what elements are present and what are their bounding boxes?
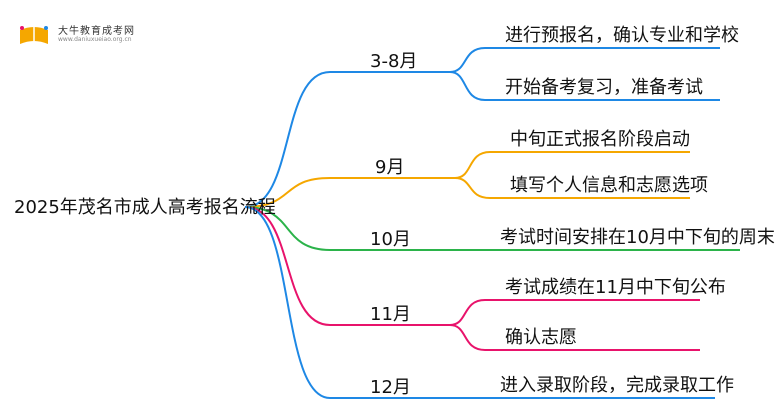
branch-connector [244, 206, 450, 326]
site-logo: 大牛教育成考网 www.daniuxueiao.org.cn [8, 20, 138, 50]
logo-name: 大牛教育成考网 [58, 26, 135, 37]
leaf-label: 进行预报名，确认专业和学校 [505, 25, 739, 46]
branch-connector [244, 206, 450, 251]
leaf-connector [454, 177, 690, 199]
leaf-label: 开始备考复习，准备考试 [505, 77, 703, 98]
book-logo-icon [20, 26, 48, 44]
leaf-connector [449, 47, 720, 73]
leaf-label: 填写个人信息和志愿选项 [510, 175, 708, 196]
leaf-label: 考试时间安排在10月中下旬的周末 [500, 227, 775, 248]
branch-label: 10月 [370, 229, 411, 250]
mindmap-connectors [244, 47, 740, 399]
leaf-label: 考试成绩在11月中下旬公布 [505, 277, 726, 298]
branch-label: 3-8月 [370, 51, 418, 72]
leaf-connector [449, 71, 720, 101]
leaf-connector [449, 299, 700, 326]
leaf-label: 确认志愿 [505, 327, 577, 348]
branch-label: 12月 [370, 377, 411, 398]
branch-connector [244, 71, 450, 208]
branch-connector [244, 206, 450, 399]
branch-label: 9月 [375, 157, 405, 178]
logo-url: www.daniuxueiao.org.cn [58, 36, 132, 43]
branch-label: 11月 [370, 304, 411, 325]
leaf-connector [449, 324, 700, 351]
branch-connector [244, 177, 455, 208]
leaf-connector [454, 151, 690, 179]
leaf-label: 中旬正式报名阶段启动 [510, 129, 690, 150]
leaf-label: 进入录取阶段，完成录取工作 [500, 375, 734, 396]
root-topic: 2025年茂名市成人高考报名流程 [14, 197, 276, 218]
